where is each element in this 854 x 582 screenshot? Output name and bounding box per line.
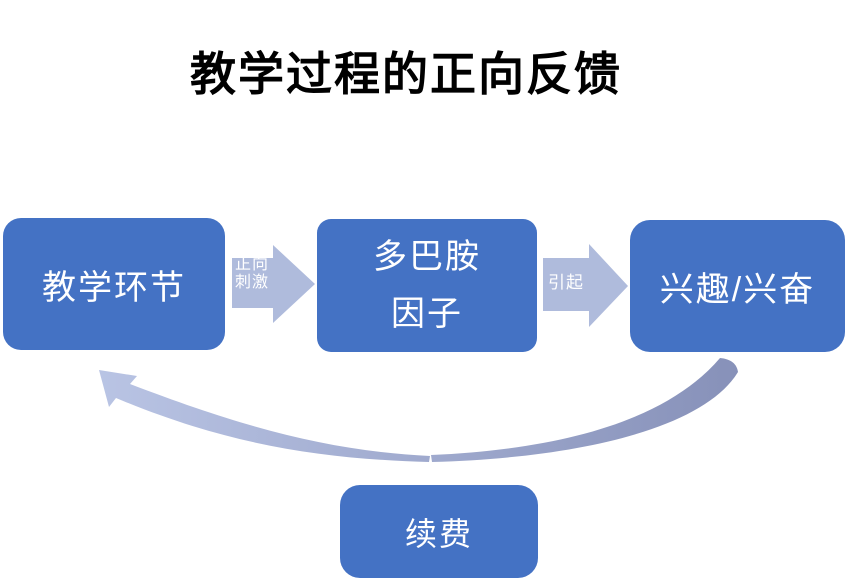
cause-label-text: 引起 <box>548 273 584 292</box>
diagram-title: 教学过程的正向反馈 <box>190 48 622 100</box>
node-teaching-label: 教学环节 <box>42 268 186 307</box>
node-interest-label: 兴趣/兴奋 <box>659 270 816 309</box>
node-teaching: 教学环节 <box>3 218 225 350</box>
stimulus-label-line1: 正向 <box>234 256 269 273</box>
node-renewal: 续费 <box>340 485 538 578</box>
stimulus-label-line2: 刺激 <box>234 274 269 291</box>
node-dopamine-label-line1: 多巴胺 <box>373 237 481 276</box>
node-dopamine: 多巴胺 因子 <box>317 219 537 352</box>
node-renewal-label: 续费 <box>404 515 473 552</box>
feedback-curve-right-icon <box>431 358 738 462</box>
feedback-curve-arrowhead-icon <box>99 370 430 462</box>
node-dopamine-label-line2: 因子 <box>391 294 463 333</box>
node-interest: 兴趣/兴奋 <box>630 220 845 352</box>
positive-stimulus-arrow-icon <box>232 245 315 323</box>
cause-arrow-label: 引起 <box>541 274 591 292</box>
positive-stimulus-arrow-label: 正向 刺激 <box>229 256 275 292</box>
cause-arrow-icon <box>543 244 628 327</box>
